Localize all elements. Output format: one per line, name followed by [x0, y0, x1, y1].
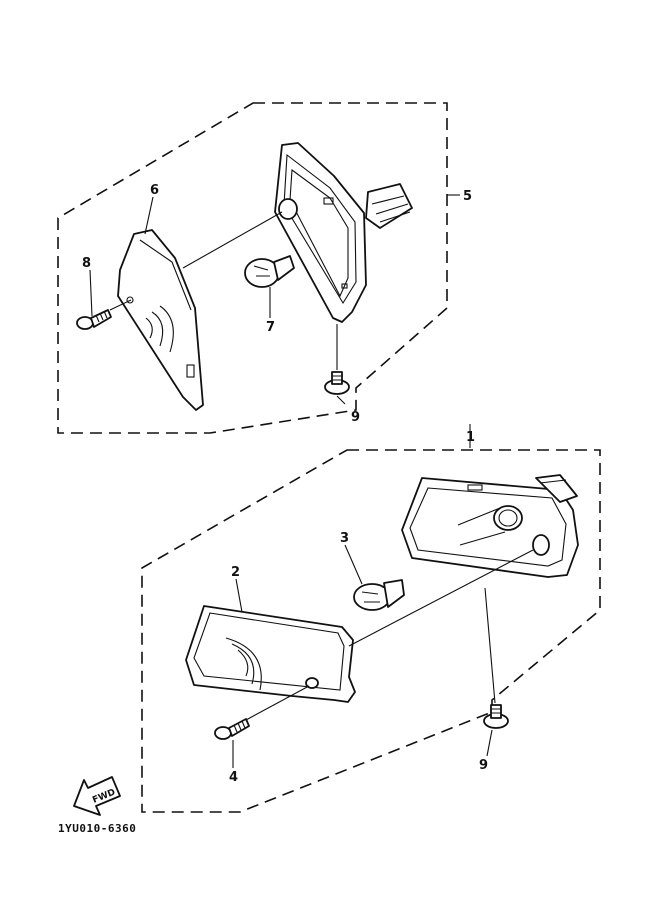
fwd-arrow-icon: FWD — [73, 776, 121, 816]
upper-axis-line — [182, 211, 283, 269]
callout-2: 2 — [231, 565, 240, 580]
upper-push-nut — [324, 371, 350, 395]
callout-3: 3 — [340, 531, 349, 546]
lower-socket — [493, 505, 523, 531]
callout-8: 8 — [82, 256, 91, 271]
lower-bulb — [353, 579, 405, 611]
lower-lamp-housing — [401, 474, 579, 578]
upper-bulb — [244, 255, 295, 288]
upper-screw — [76, 309, 112, 330]
callout-9-upper: 9 — [351, 410, 360, 425]
callout-5: 5 — [463, 189, 472, 204]
callout-9-lower: 9 — [479, 758, 488, 773]
callout-1: 1 — [466, 430, 475, 445]
lower-lens — [185, 605, 356, 703]
upper-assembly-boundary — [57, 102, 448, 434]
callout-4: 4 — [229, 770, 238, 785]
lower-axis-line — [348, 549, 534, 647]
drawing-code: 1YU010-6360 — [58, 822, 136, 835]
callout-7: 7 — [266, 320, 275, 335]
lower-assembly-boundary — [141, 449, 601, 813]
upper-lamp-housing — [274, 142, 413, 323]
lower-screw — [214, 718, 250, 740]
lower-push-nut — [483, 704, 509, 729]
callout-6: 6 — [150, 183, 159, 198]
upper-lens — [117, 229, 204, 411]
upper-socket — [278, 198, 298, 220]
